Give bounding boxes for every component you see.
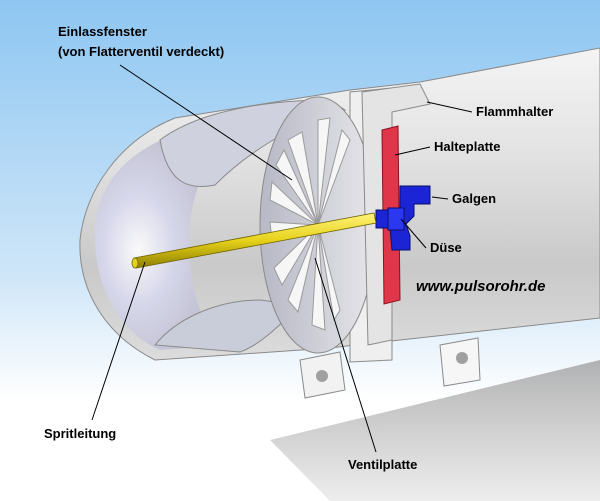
label-galgen: Galgen (452, 191, 496, 206)
valve-plate (269, 117, 351, 331)
leader-galgen (431, 196, 449, 200)
leader-ventilplatte (314, 257, 377, 453)
mount-hole-left (316, 370, 328, 382)
label-halteplatte: Halteplatte (434, 139, 500, 154)
intake-nose (94, 128, 240, 350)
leader-einlassfenster (119, 64, 293, 181)
website-url: www.pulsorohr.de (416, 278, 545, 295)
label-ventilplatte: Ventilplatte (348, 457, 417, 472)
leader-spritleitung (91, 261, 146, 421)
fuel-line-tip (131, 257, 139, 269)
label-einlassfenster-note: (von Flatterventil verdeckt) (58, 44, 224, 59)
leader-duese (400, 218, 427, 249)
nozzle (387, 207, 405, 231)
lower-window (154, 299, 302, 353)
ground-shadow (270, 360, 600, 501)
leader-halteplatte (394, 146, 431, 156)
flame-holder (361, 83, 431, 346)
label-spritleitung: Spritleitung (44, 426, 116, 441)
label-einlassfenster: Einlassfenster (58, 24, 147, 39)
leader-flammhalter (426, 101, 473, 113)
label-flammhalter: Flammhalter (476, 104, 553, 119)
mount-hole-right (456, 352, 468, 364)
label-duese: Düse (430, 240, 462, 255)
